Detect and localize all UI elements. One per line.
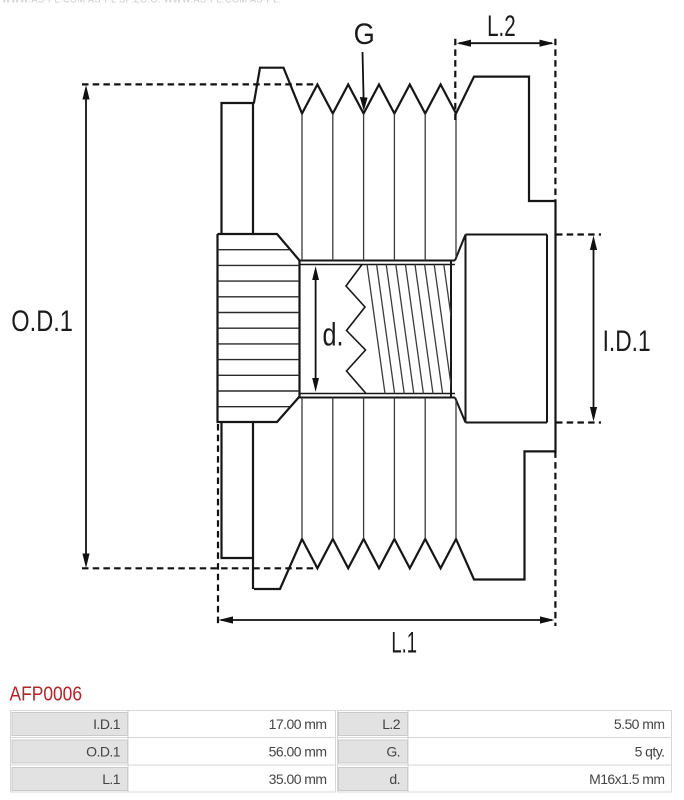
svg-text:35.00 mm: 35.00 mm xyxy=(269,771,327,787)
svg-text:L.2: L.2 xyxy=(487,10,516,43)
svg-text:WWW.AS-PL.COM AS-PL SP.ZO.O. W: WWW.AS-PL.COM AS-PL SP.ZO.O. WWW.AS-PL.C… xyxy=(2,0,282,5)
svg-text:d.: d. xyxy=(389,771,400,787)
svg-text:L.1: L.1 xyxy=(102,771,121,787)
svg-text:L.2: L.2 xyxy=(382,716,401,732)
svg-text:L.1: L.1 xyxy=(391,627,417,660)
svg-text:5.50 mm: 5.50 mm xyxy=(614,716,665,732)
svg-text:I.D.1: I.D.1 xyxy=(93,716,121,732)
svg-text:5 qty.: 5 qty. xyxy=(635,743,665,759)
svg-text:O.D.1: O.D.1 xyxy=(86,743,121,759)
svg-text:17.00 mm: 17.00 mm xyxy=(269,716,327,732)
svg-text:M16x1.5 mm: M16x1.5 mm xyxy=(589,771,664,787)
svg-text:G.: G. xyxy=(386,743,400,759)
svg-text:O.D.1: O.D.1 xyxy=(11,305,73,338)
svg-text:d.: d. xyxy=(323,317,344,353)
svg-text:56.00 mm: 56.00 mm xyxy=(269,743,327,759)
svg-text:G: G xyxy=(354,18,375,51)
svg-text:I.D.1: I.D.1 xyxy=(603,325,651,358)
svg-text:AFP0006: AFP0006 xyxy=(10,683,83,706)
